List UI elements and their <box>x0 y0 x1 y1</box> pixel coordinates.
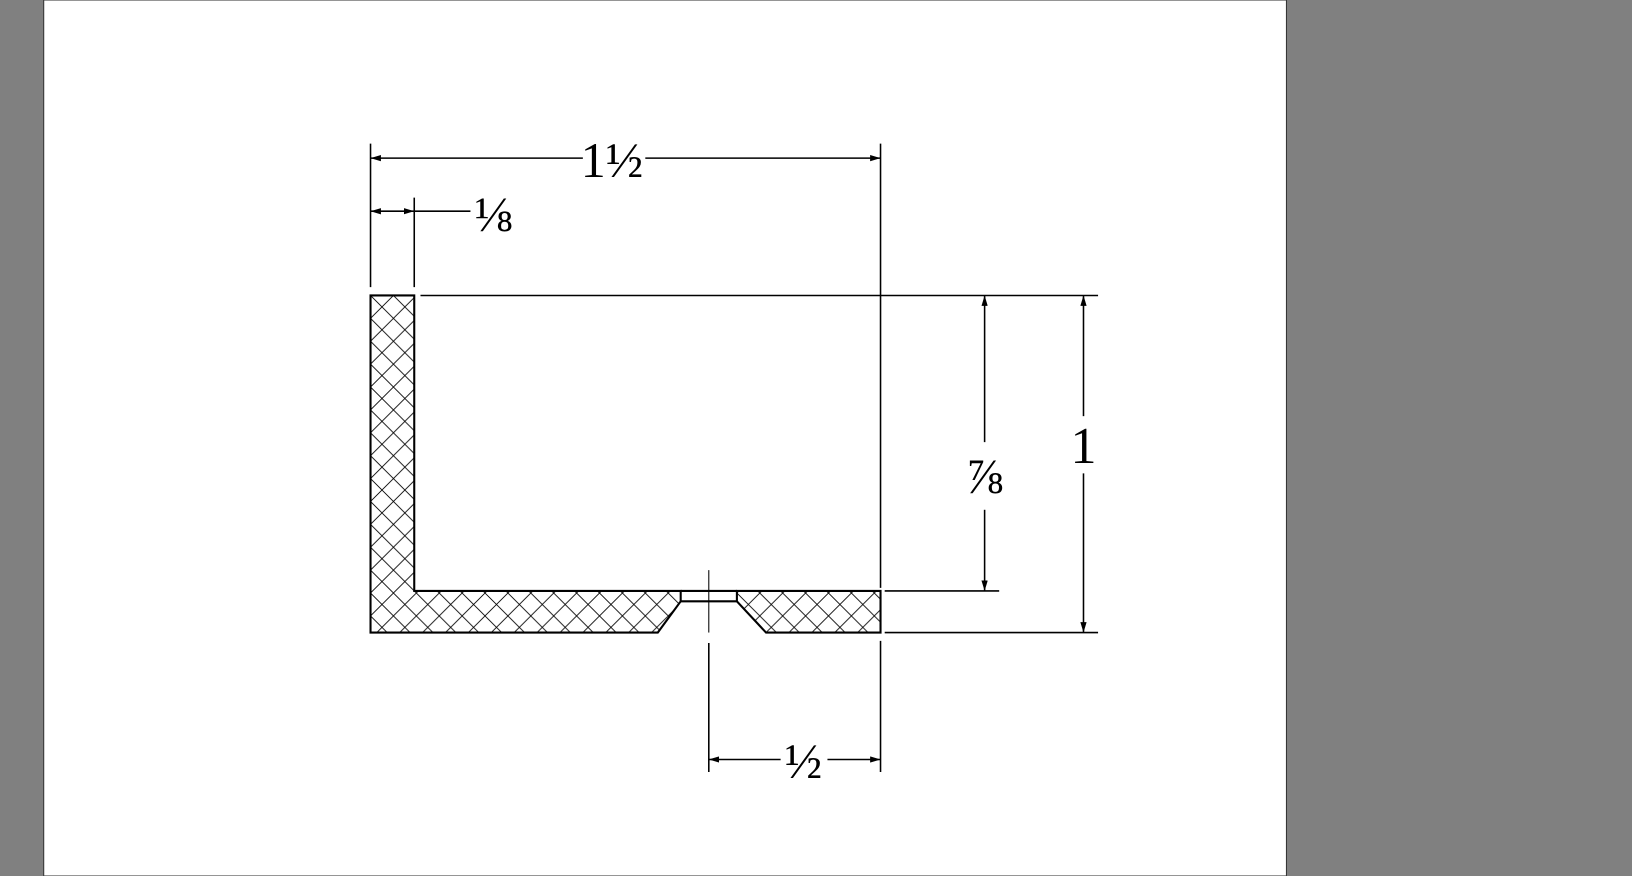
dimension-inner-height: ⅞ <box>966 448 1003 504</box>
dimension-overall-width: 1½ <box>581 132 643 188</box>
dimension-wall-thickness: ⅛ <box>475 186 512 242</box>
dimension-overall-height: 1 <box>1070 418 1096 475</box>
page-background <box>43 0 1287 876</box>
dimension-hole-offset: ½ <box>785 733 822 789</box>
dimension-lines <box>370 155 1087 763</box>
